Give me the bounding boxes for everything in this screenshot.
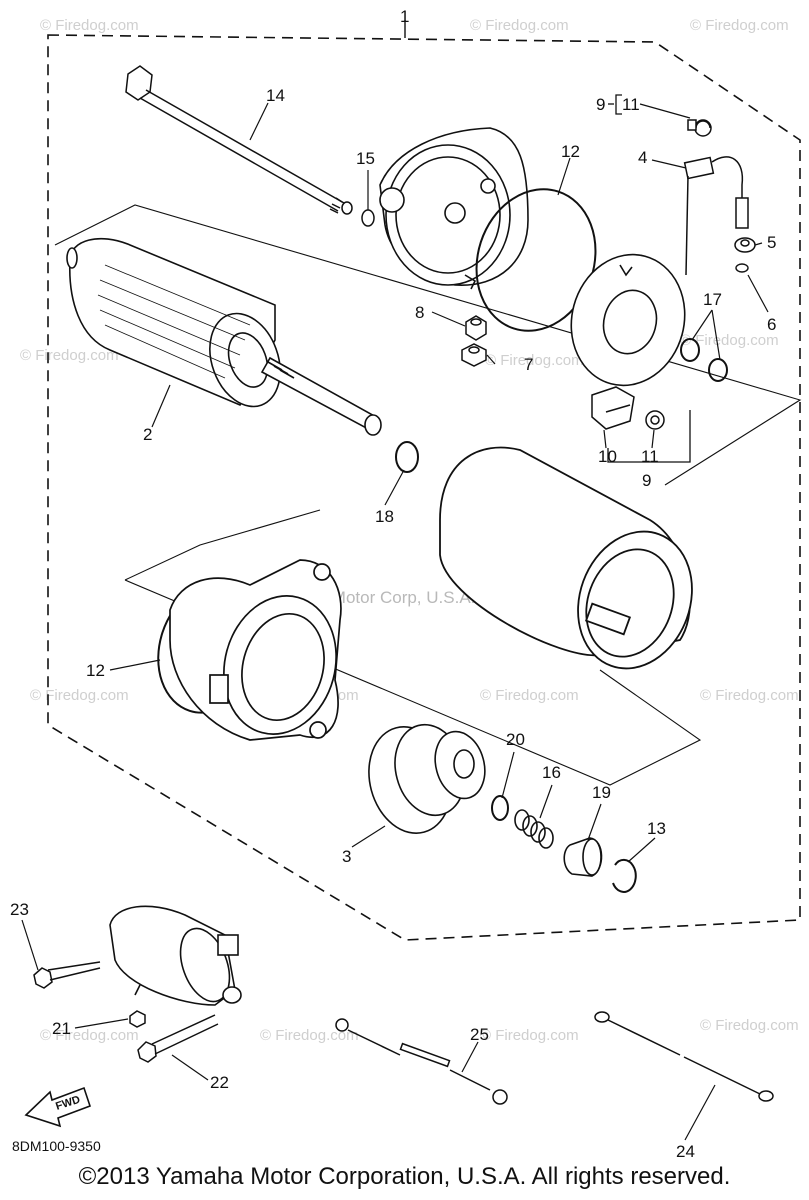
callout-16: 16 (542, 763, 561, 782)
callout-24: 24 (676, 1142, 695, 1161)
callout-5: 5 (767, 233, 776, 252)
watermark: © Firedog.com (700, 687, 799, 704)
watermark: © Firedog.com (40, 1027, 139, 1044)
starter-motor-assembly (109, 905, 242, 1006)
lead-wire-24 (594, 1011, 774, 1102)
callout-23: 23 (10, 900, 29, 919)
watermark: © Firedog.com (30, 687, 129, 704)
callout-2: 2 (143, 425, 152, 444)
watermark: © Firedog.com (690, 17, 789, 34)
leader-lines (21, 102, 769, 1141)
armature-2 (66, 237, 382, 436)
callout-18: 18 (375, 507, 394, 526)
nut-21 (129, 1010, 146, 1028)
callout-3: 3 (342, 847, 351, 866)
callout-11-bottom: 11 (641, 447, 659, 466)
callout-15: 15 (356, 149, 375, 168)
ring-20 (491, 795, 509, 821)
callout-12-front: 12 (86, 661, 105, 680)
washer-7 (461, 343, 487, 367)
circlip-13 (612, 858, 637, 893)
callout-9-top: 9 (596, 95, 605, 114)
spring-11 (645, 410, 665, 430)
brush-spring-11-top (687, 119, 712, 137)
callout-22: 22 (210, 1073, 229, 1092)
callout-14: 14 (266, 86, 285, 105)
bracket-9 (607, 410, 691, 463)
brush-lead-4 (683, 156, 749, 276)
front-cover (169, 559, 342, 741)
watermark: © Firedog.com (480, 687, 579, 704)
watermark: © Firedog.com (260, 1027, 359, 1044)
o-ring-6 (735, 263, 749, 273)
nut-8 (465, 315, 487, 341)
watermark: © Firedog.com (20, 347, 119, 364)
callout-21: 21 (52, 1019, 71, 1038)
yoke-housing (439, 446, 693, 670)
lead-wire-25 (335, 1018, 508, 1105)
o-ring-15 (361, 209, 375, 227)
callout-1: 1 (400, 7, 409, 26)
callouts: 1 2 3 4 5 6 7 8 9 9 10 11 11 12 12 13 14… (10, 7, 776, 1161)
brush-plate (570, 253, 686, 387)
watermark: © Firedog.com (485, 352, 584, 369)
callout-8: 8 (415, 303, 424, 322)
brush-10 (591, 386, 635, 430)
callout-4: 4 (638, 148, 647, 167)
washer-17a (680, 338, 700, 362)
rear-cover (379, 127, 529, 290)
callout-7: 7 (524, 355, 533, 374)
catalog-number: 8DM100-9350 (12, 1138, 101, 1154)
pinion-clutch-3 (368, 723, 486, 834)
bracket-mark-9-11 (608, 94, 622, 115)
callout-6: 6 (767, 315, 776, 334)
callout-12-top: 12 (561, 142, 580, 161)
callout-19: 19 (592, 783, 611, 802)
callout-13: 13 (647, 819, 666, 838)
washer-18 (395, 441, 419, 473)
callout-25: 25 (470, 1025, 489, 1044)
fwd-arrow-icon: FWD (24, 1086, 92, 1128)
bolt-22 (137, 1014, 219, 1063)
callout-10: 10 (598, 447, 617, 466)
washer-17b (708, 358, 728, 382)
watermark: © Firedog.com (40, 17, 139, 34)
watermark: © Firedog.com (480, 1027, 579, 1044)
grommet-5 (734, 237, 756, 253)
copyright-notice: ©2013 Yamaha Motor Corporation, U.S.A. A… (78, 1163, 731, 1190)
spring-16 (514, 809, 554, 849)
through-bolt-14 (125, 65, 353, 215)
watermark: © Firedog.com (680, 332, 779, 349)
callout-17: 17 (703, 290, 722, 309)
callout-9-bottom: 9 (642, 471, 651, 490)
watermark: © Firedog.com (700, 1017, 799, 1034)
bolt-23 (33, 961, 101, 989)
perspective-planes (54, 204, 802, 786)
watermark: © Firedog.com (470, 17, 569, 34)
callout-11-top: 11 (622, 95, 640, 114)
callout-20: 20 (506, 730, 525, 749)
collar-19 (563, 837, 603, 877)
